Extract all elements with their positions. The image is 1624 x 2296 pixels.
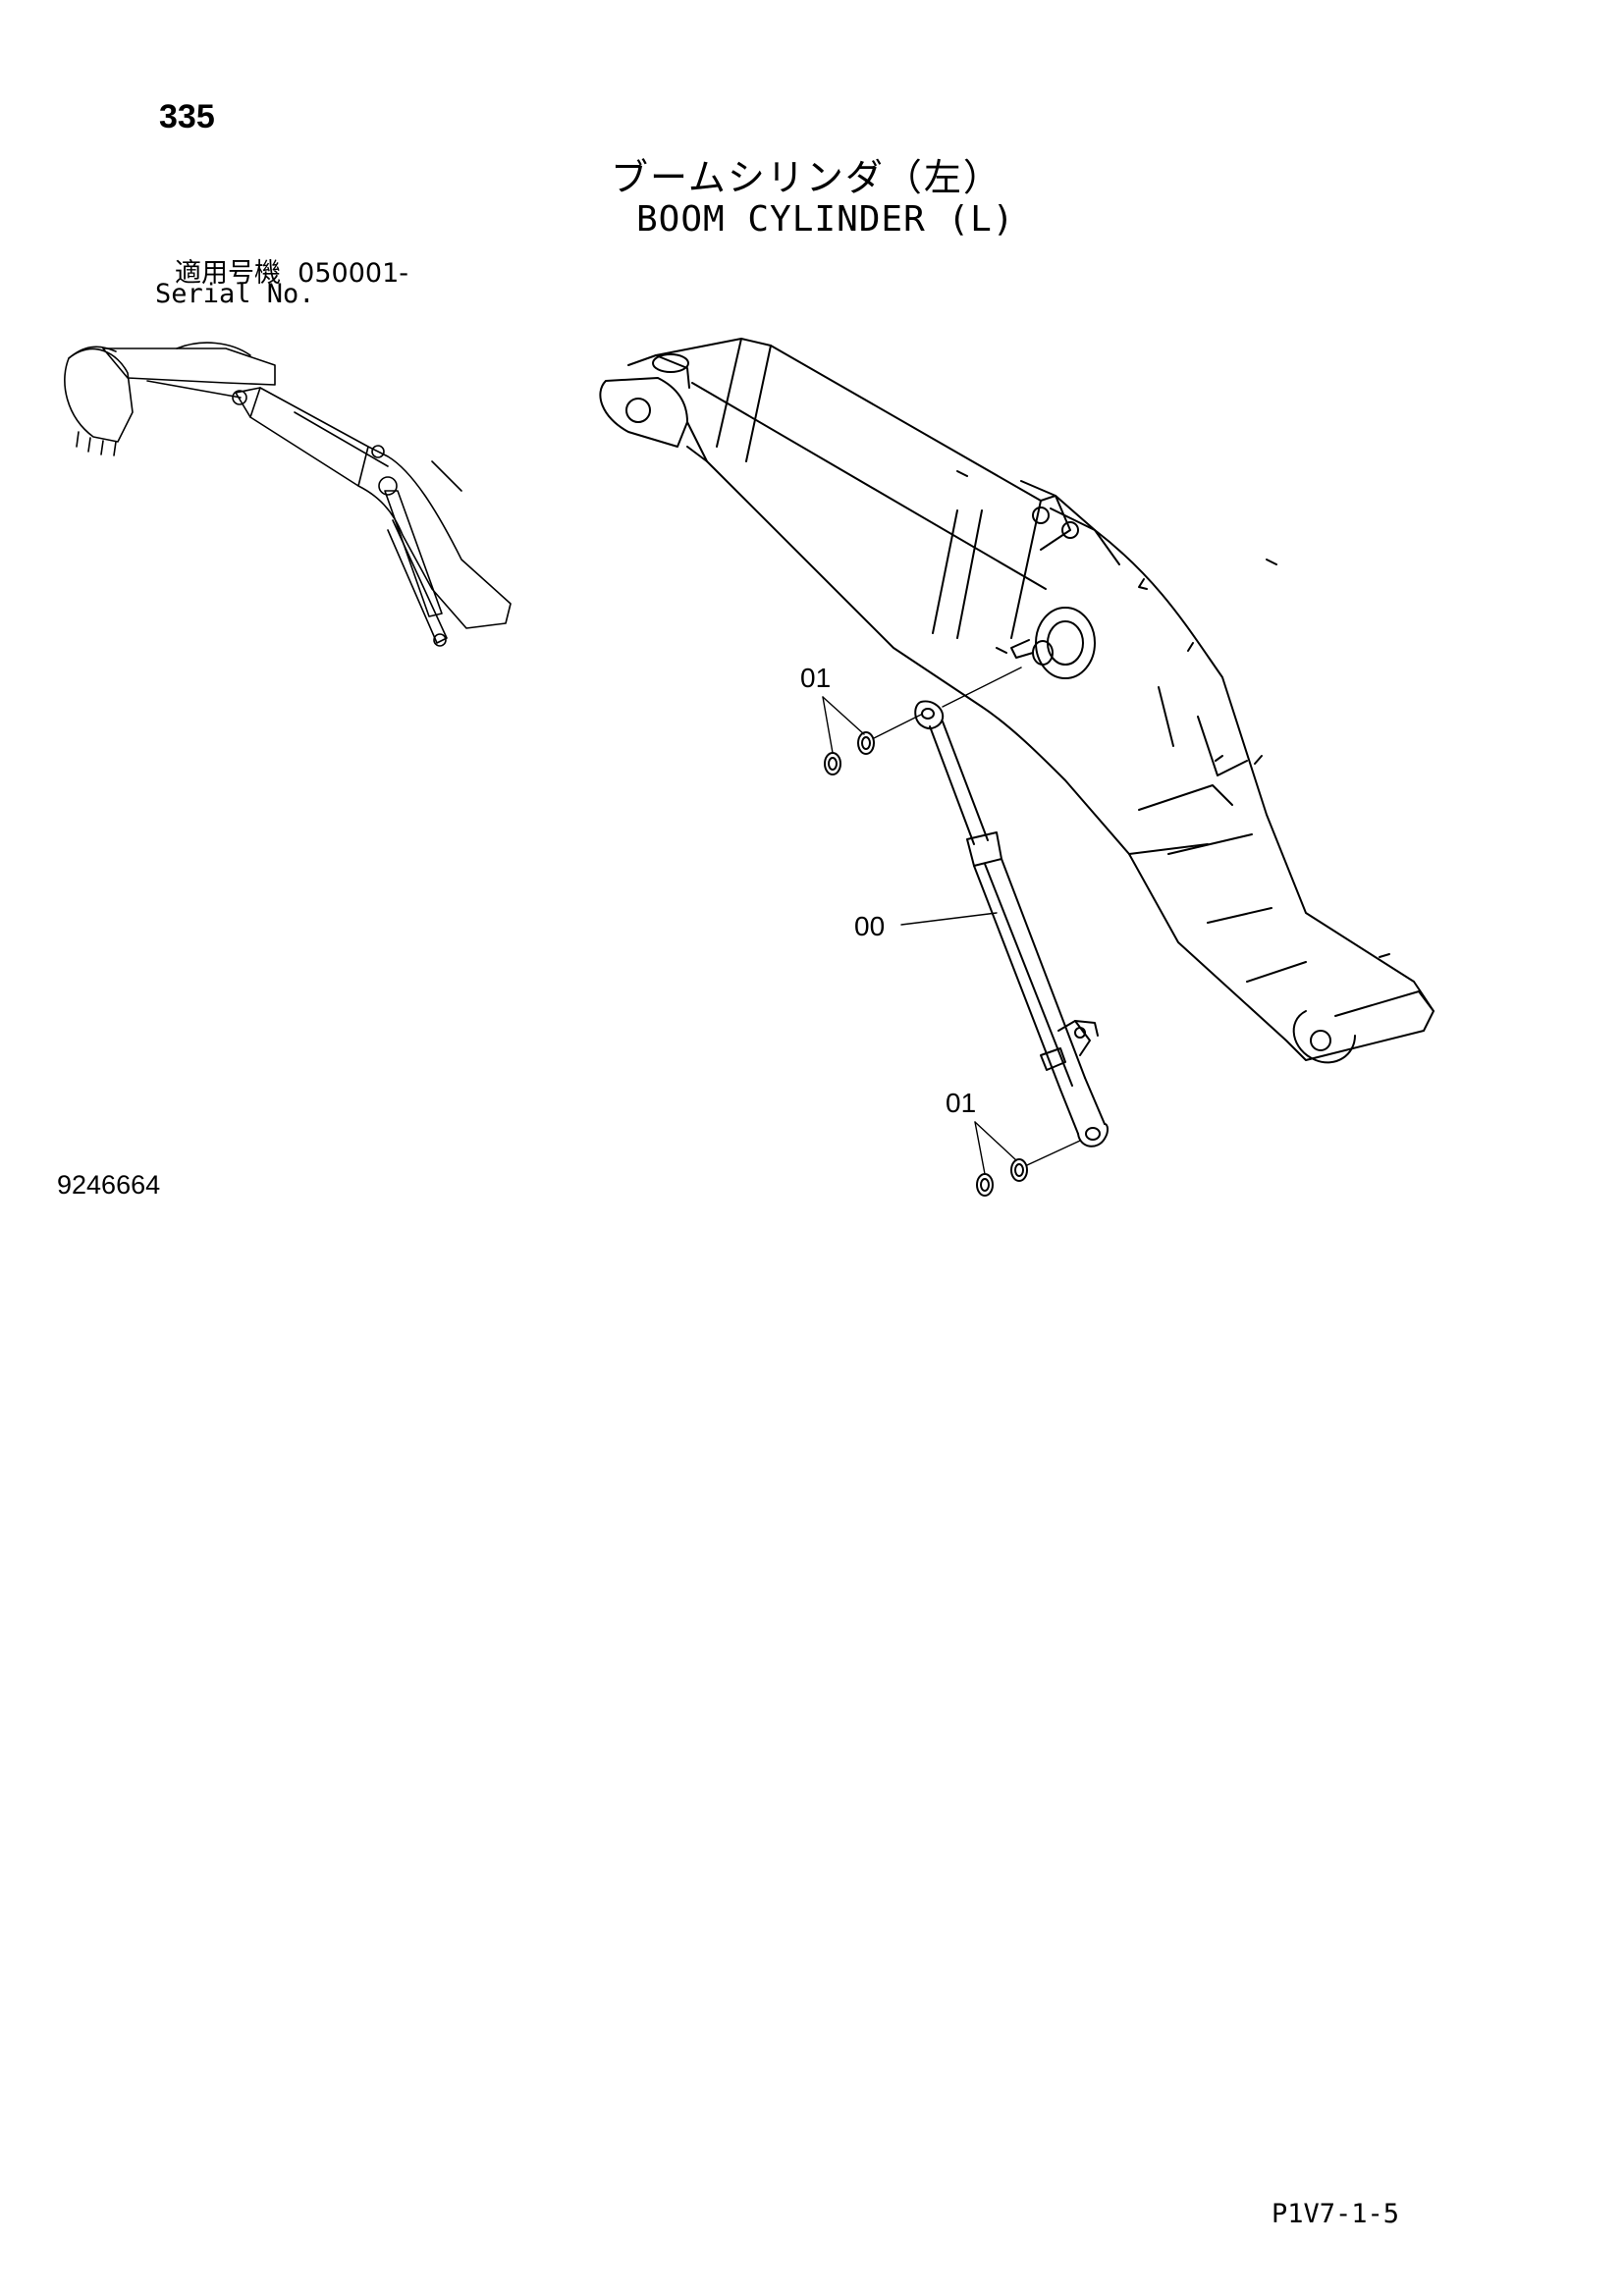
callout-bushing-top: 01 (800, 663, 831, 693)
leader-cylinder (900, 912, 998, 926)
title-english: BOOM CYLINDER (L) (636, 199, 1015, 240)
page-number: 335 (159, 98, 215, 135)
serial-label-jp-text: 適用号機 (175, 258, 281, 289)
boom-cylinder (914, 667, 1109, 1148)
serial-label-japanese: 適用号機 050001- (175, 251, 408, 290)
overview-boom (235, 387, 512, 629)
bushings-bottom (974, 1121, 1081, 1197)
overview-bucket (64, 347, 134, 443)
serial-label-english: Serial No. (155, 279, 315, 309)
overview-illustration (64, 342, 512, 647)
overview-cylinder (384, 490, 443, 617)
bushings-top (822, 696, 922, 775)
drawing-number: 9246664 (57, 1170, 161, 1200)
callout-cylinder: 00 (854, 911, 885, 941)
boom (599, 338, 1435, 1064)
title-japanese: ブームシリンダ（左） (611, 156, 1002, 199)
page-code: P1V7-1-5 (1272, 2199, 1400, 2229)
callout-bushing-bottom: 01 (946, 1088, 976, 1118)
serial-value: 050001- (298, 258, 408, 289)
overview-arm (102, 347, 276, 386)
